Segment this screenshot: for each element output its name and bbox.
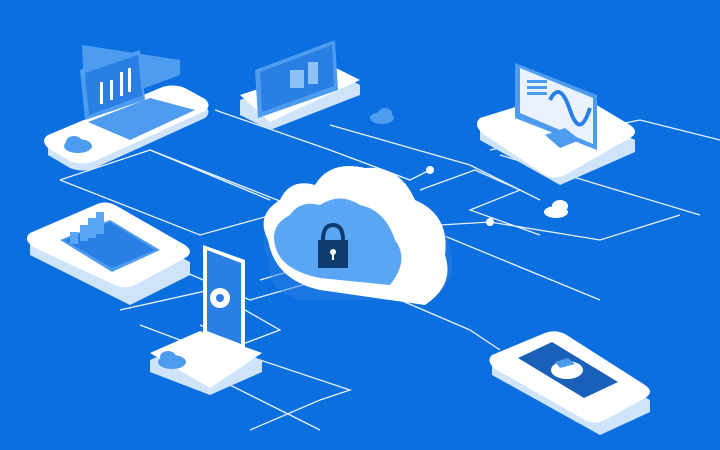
- phone-flat-platform: [489, 331, 650, 435]
- bar-chart-icon: [100, 68, 131, 104]
- network-lines: [59, 109, 720, 431]
- cloud-upload-icon: [544, 200, 568, 218]
- pie-chart-icon: [551, 358, 583, 379]
- cloud-upload-icon: [370, 108, 394, 124]
- desktop-platform: [476, 63, 635, 185]
- monitor-top-platform: [240, 40, 394, 130]
- smartphone-platform: [150, 245, 262, 395]
- cloud-upload-icon: [158, 351, 186, 369]
- gear-icon: [210, 288, 230, 308]
- padlock-icon: [318, 222, 348, 268]
- laptop-platform: [44, 45, 209, 171]
- central-cloud: [263, 166, 453, 305]
- tablet-platform: [26, 202, 191, 305]
- line-chart-icon: [527, 80, 592, 127]
- connection-nodes: [426, 166, 494, 226]
- cloud-upload-icon: [64, 136, 92, 153]
- document-icon: [290, 62, 318, 88]
- bar-chart-3d-icon: [70, 212, 104, 244]
